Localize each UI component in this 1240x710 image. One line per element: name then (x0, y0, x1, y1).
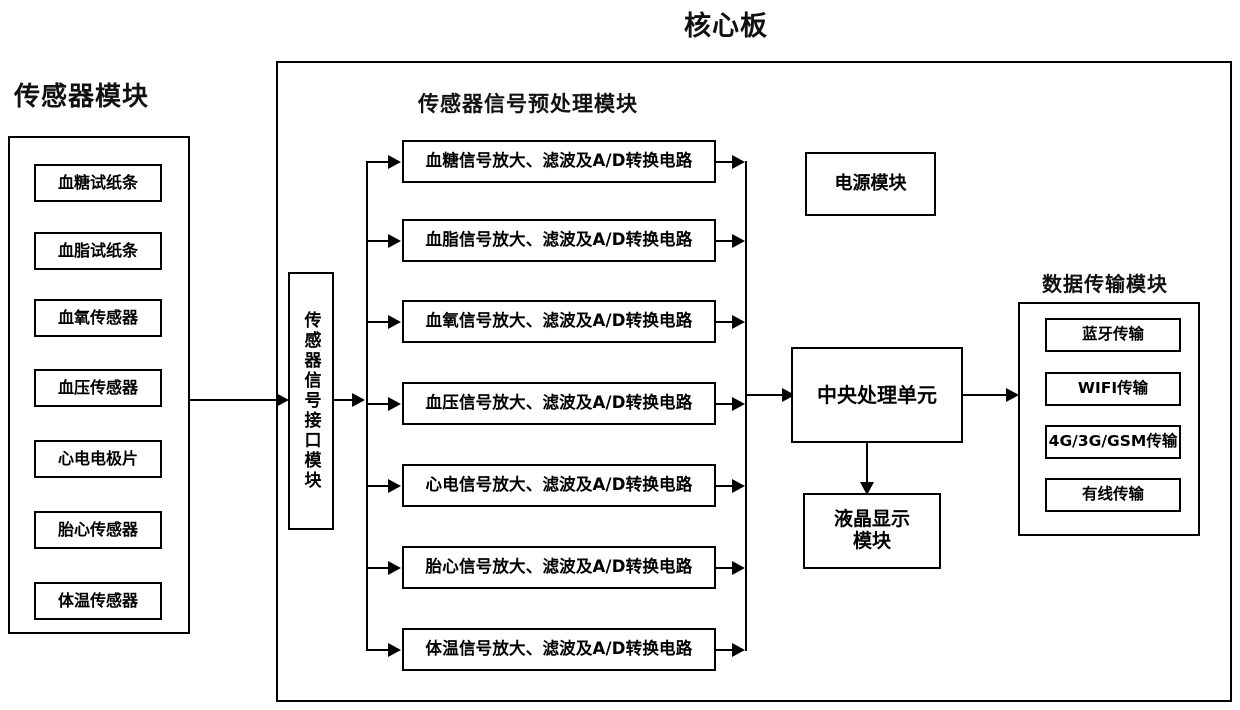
preprocess-block-blood-lipid[interactable]: 血脂信号放大、滤波及A/D转换电路 (402, 219, 716, 262)
interface-module[interactable]: 传感器信号接口模块 (288, 272, 334, 530)
connector-interface-to-bus (334, 399, 352, 401)
preprocess-block-temperature[interactable]: 体温信号放大、滤波及A/D转换电路 (402, 628, 716, 671)
sensor-item-blood-glucose-strip[interactable]: 血糖试纸条 (34, 164, 162, 202)
preprocess-block-label: 血氧信号放大、滤波及A/D转换电路 (425, 311, 693, 331)
preprocess-block-label: 血糖信号放大、滤波及A/D转换电路 (425, 151, 693, 171)
sensor-item-label: 血糖试纸条 (57, 172, 138, 192)
preprocess-block-blood-glucose[interactable]: 血糖信号放大、滤波及A/D转换电路 (402, 140, 716, 183)
transmission-item-bluetooth[interactable]: 蓝牙传输 (1045, 318, 1181, 352)
sensor-item-label: 血氧传感器 (57, 307, 138, 327)
cpu-module[interactable]: 中央处理单元 (791, 347, 963, 443)
preprocess-block-label: 心电信号放大、滤波及A/D转换电路 (425, 475, 693, 495)
connector-cpu-to-display (866, 443, 868, 482)
bus-stub-4 (366, 403, 388, 405)
sensor-item-label: 体温传感器 (57, 590, 138, 610)
preprocess-input-bus (366, 161, 368, 649)
transmission-item-wifi[interactable]: WIFI传输 (1045, 372, 1181, 406)
bus-stub-2 (366, 240, 388, 242)
arrow-from-preprocess-3 (732, 315, 745, 329)
bus-stub-1 (366, 161, 388, 163)
arrow-from-preprocess-2 (732, 234, 745, 248)
sensor-item-ecg-electrode[interactable]: 心电电极片 (34, 440, 162, 478)
collect-stub-3 (716, 321, 732, 323)
core-board-frame (276, 61, 1232, 702)
preprocess-output-bus (745, 161, 747, 651)
arrow-from-preprocess-1 (732, 155, 745, 169)
lcd-display-label-line1: 液晶显示 (833, 508, 910, 531)
collect-stub-6 (716, 567, 732, 569)
arrow-to-preprocess-5 (388, 479, 401, 493)
power-module-label: 电源模块 (834, 172, 907, 194)
sensor-item-label: 血脂试纸条 (57, 240, 138, 260)
arrow-to-preprocess-6 (388, 561, 401, 575)
collect-stub-2 (716, 240, 732, 242)
transmission-item-wired[interactable]: 有线传输 (1045, 478, 1181, 512)
transmission-item-label: 4G/3G/GSM传输 (1048, 432, 1178, 451)
bus-stub-7 (366, 649, 388, 651)
preprocess-block-spo2[interactable]: 血氧信号放大、滤波及A/D转换电路 (402, 300, 716, 343)
transmission-item-cellular[interactable]: 4G/3G/GSM传输 (1045, 425, 1181, 459)
bus-stub-6 (366, 567, 388, 569)
sensor-item-temperature-sensor[interactable]: 体温传感器 (34, 582, 162, 620)
arrow-to-preprocess-2 (388, 234, 401, 248)
arrow-from-preprocess-4 (732, 397, 745, 411)
sensor-item-label: 胎心传感器 (57, 519, 138, 539)
transmission-module-title: 数据传输模块 (1042, 272, 1168, 296)
arrow-sensor-to-interface (276, 393, 289, 407)
sensor-module-title: 传感器模块 (14, 82, 150, 112)
sensor-item-label: 血压传感器 (57, 377, 138, 397)
sensor-item-spo2-sensor[interactable]: 血氧传感器 (34, 299, 162, 337)
sensor-item-fetal-heart-sensor[interactable]: 胎心传感器 (34, 511, 162, 549)
arrow-to-preprocess-3 (388, 315, 401, 329)
lcd-display-label-line2: 模块 (852, 530, 891, 552)
preprocess-module-title: 传感器信号预处理模块 (418, 92, 638, 116)
connector-sensor-to-interface (190, 399, 276, 401)
preprocess-block-ecg[interactable]: 心电信号放大、滤波及A/D转换电路 (402, 464, 716, 507)
preprocess-block-blood-pressure[interactable]: 血压信号放大、滤波及A/D转换电路 (402, 382, 716, 425)
arrow-from-preprocess-6 (732, 561, 745, 575)
arrow-to-preprocess-7 (388, 643, 401, 657)
collect-stub-7 (716, 649, 732, 651)
arrow-to-preprocess-4 (388, 397, 401, 411)
arrow-cpu-to-transmission (1006, 388, 1019, 402)
bus-stub-5 (366, 485, 388, 487)
preprocess-block-label: 体温信号放大、滤波及A/D转换电路 (425, 639, 693, 659)
transmission-module-frame (1018, 302, 1200, 536)
transmission-item-label: 有线传输 (1081, 485, 1144, 504)
interface-module-label: 传感器信号接口模块 (300, 311, 321, 491)
transmission-item-label: 蓝牙传输 (1081, 325, 1144, 344)
sensor-module-frame (8, 136, 190, 634)
collect-stub-5 (716, 485, 732, 487)
transmission-item-label: WIFI传输 (1077, 379, 1149, 398)
preprocess-block-label: 血压信号放大、滤波及A/D转换电路 (425, 393, 693, 413)
arrow-to-preprocess-1 (388, 155, 401, 169)
sensor-item-label: 心电电极片 (57, 448, 138, 468)
arrow-interface-to-bus (352, 393, 365, 407)
connector-cpu-to-transmission (963, 394, 1006, 396)
arrow-from-preprocess-5 (732, 479, 745, 493)
connector-bus-to-cpu (745, 394, 782, 396)
collect-stub-4 (716, 403, 732, 405)
core-board-title: 核心板 (684, 11, 768, 42)
bus-stub-3 (366, 321, 388, 323)
power-module[interactable]: 电源模块 (805, 152, 936, 216)
preprocess-block-fetal-heart[interactable]: 胎心信号放大、滤波及A/D转换电路 (402, 546, 716, 589)
lcd-display-module[interactable]: 液晶显示 模块 (803, 493, 941, 569)
preprocess-block-label: 胎心信号放大、滤波及A/D转换电路 (425, 557, 693, 577)
cpu-module-label: 中央处理单元 (817, 382, 937, 407)
sensor-item-blood-lipid-strip[interactable]: 血脂试纸条 (34, 232, 162, 270)
preprocess-block-label: 血脂信号放大、滤波及A/D转换电路 (425, 230, 693, 250)
arrow-from-preprocess-7 (732, 643, 745, 657)
sensor-item-blood-pressure-sensor[interactable]: 血压传感器 (34, 369, 162, 407)
collect-stub-1 (716, 161, 732, 163)
arrow-cpu-to-display (860, 482, 874, 495)
